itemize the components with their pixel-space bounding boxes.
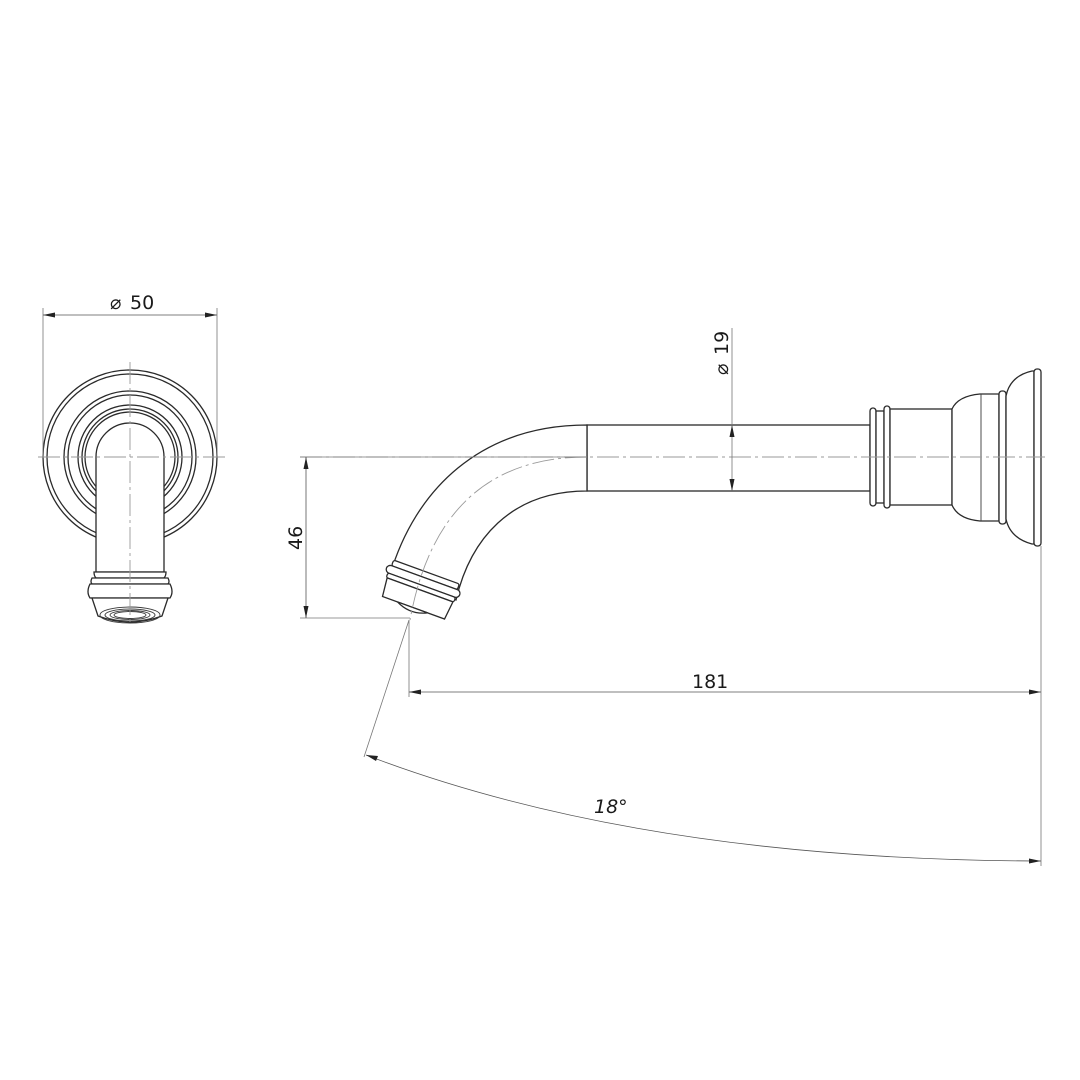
- side-view: ⌀ 19 46 181 18°: [285, 328, 1045, 866]
- dimension-outlet-angle: 18°: [363, 619, 1042, 864]
- dimension-drop-height: 46: [285, 456, 587, 619]
- diameter-symbol: ⌀: [110, 292, 121, 314]
- spout-pipe-straight: [586, 424, 871, 492]
- outlet-angle-value: 18°: [594, 796, 628, 818]
- front-view: ⌀ 50: [38, 292, 225, 625]
- dimension-pipe-diameter: ⌀ 19: [711, 328, 735, 491]
- bend-centerline: [409, 456, 588, 621]
- backplate-assembly-side: [869, 368, 1042, 547]
- backplate-diameter-value: 50: [130, 292, 154, 314]
- outlet-aerator-side: [381, 559, 461, 620]
- drop-height-value: 46: [285, 526, 307, 550]
- pipe-diameter-value: 19: [711, 331, 733, 355]
- dimension-projection-length: 181: [408, 546, 1042, 866]
- projection-length-value: 181: [692, 671, 728, 693]
- pipe-diameter-symbol: ⌀: [711, 364, 733, 375]
- dimension-backplate-diameter: ⌀ 50: [42, 292, 218, 457]
